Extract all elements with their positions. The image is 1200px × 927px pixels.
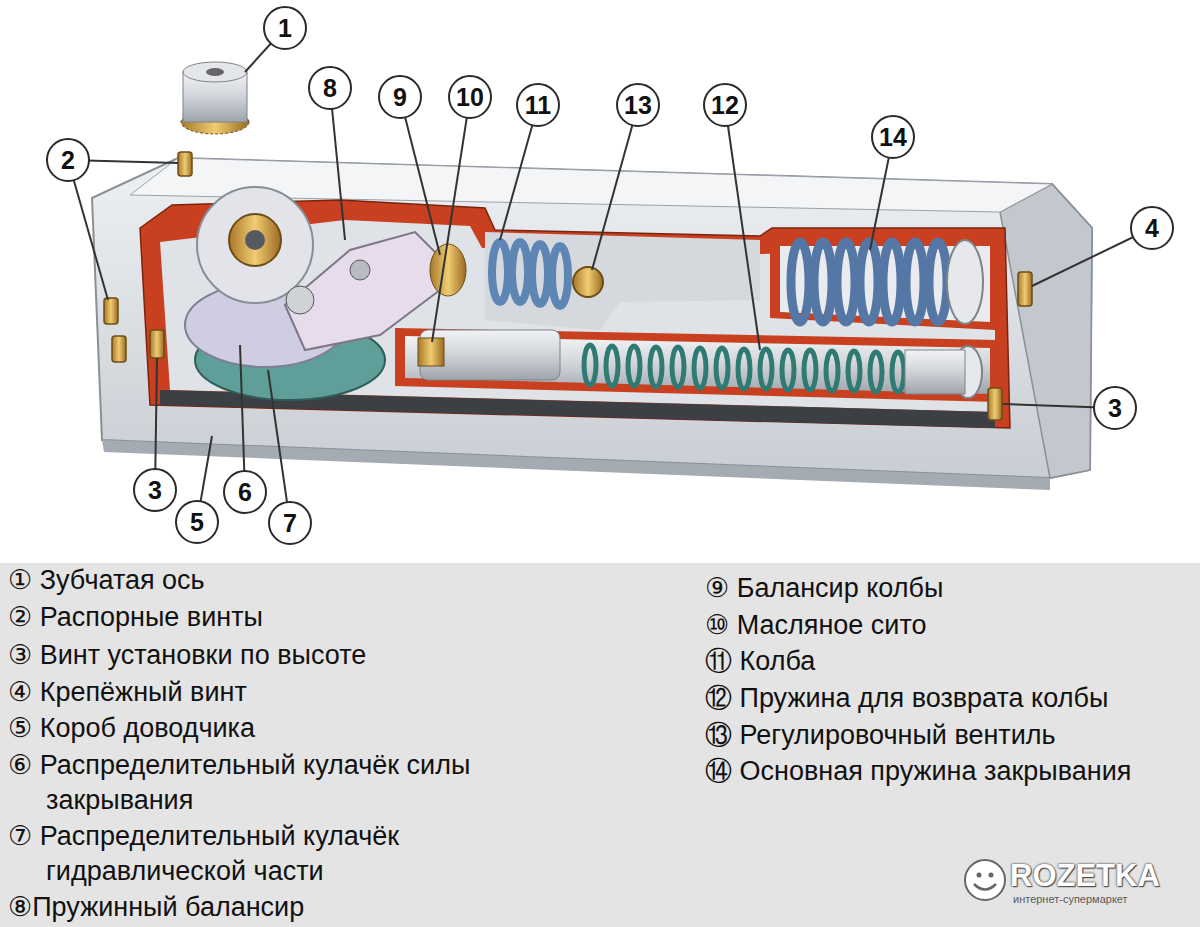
- callout-number: 11: [516, 83, 560, 127]
- leader-lines: [68, 28, 1152, 523]
- legend-text: ③ Винт установки по высоте: [8, 638, 366, 673]
- legend-text: ⑬ Регулировочный вентиль: [705, 718, 1056, 753]
- legend-text: ⑫ Пружина для возврата колбы: [705, 681, 1108, 716]
- legend-text: ⑦ Распределительный кулачёк гидравлическ…: [8, 819, 486, 889]
- watermark-text: ROZETKA: [1010, 858, 1160, 894]
- callout-number: 1: [263, 6, 307, 50]
- legend-text: ⑪ Колба: [705, 644, 815, 679]
- cams: [185, 187, 603, 400]
- pistons: [420, 240, 983, 398]
- legend-text: ② Распорные винты: [8, 600, 263, 635]
- housing: [92, 158, 1092, 490]
- legend-text: ⑨ Балансир колбы: [705, 571, 943, 606]
- callout-number: 7: [268, 501, 312, 545]
- screws: [104, 152, 1032, 420]
- callout-number: 8: [308, 66, 352, 110]
- callout-number: 3: [133, 468, 177, 512]
- callout-number: 6: [223, 470, 267, 514]
- callout-number: 12: [703, 83, 747, 127]
- callout-number: 9: [378, 75, 422, 119]
- callout-number: 2: [46, 138, 90, 182]
- callout-number: 3: [1093, 386, 1137, 430]
- gear-axis: [181, 62, 249, 134]
- callout-number: 10: [448, 75, 492, 119]
- legend-text: ④ Крепёжный винт: [8, 675, 247, 710]
- legend-text: ⑩ Масляное сито: [705, 608, 927, 643]
- watermark-text: интернет-супермаркет: [1013, 893, 1128, 905]
- callout-number: 4: [1130, 206, 1174, 250]
- watermark-logo: [965, 860, 1005, 900]
- legend-text: ⑧Пружинный балансир: [8, 890, 304, 925]
- legend-text: ⑭ Основная пружина закрывания: [705, 754, 1131, 789]
- legend-band: [0, 563, 1200, 927]
- callout-number: 13: [616, 83, 660, 127]
- callout-number: 14: [871, 115, 915, 159]
- legend-text: ⑤ Короб доводчика: [8, 711, 255, 746]
- legend-text: ⑥ Распределительный кулачёк силы закрыва…: [8, 748, 486, 818]
- legend-text: ① Зубчатая ось: [8, 563, 205, 598]
- callout-number: 5: [175, 500, 219, 544]
